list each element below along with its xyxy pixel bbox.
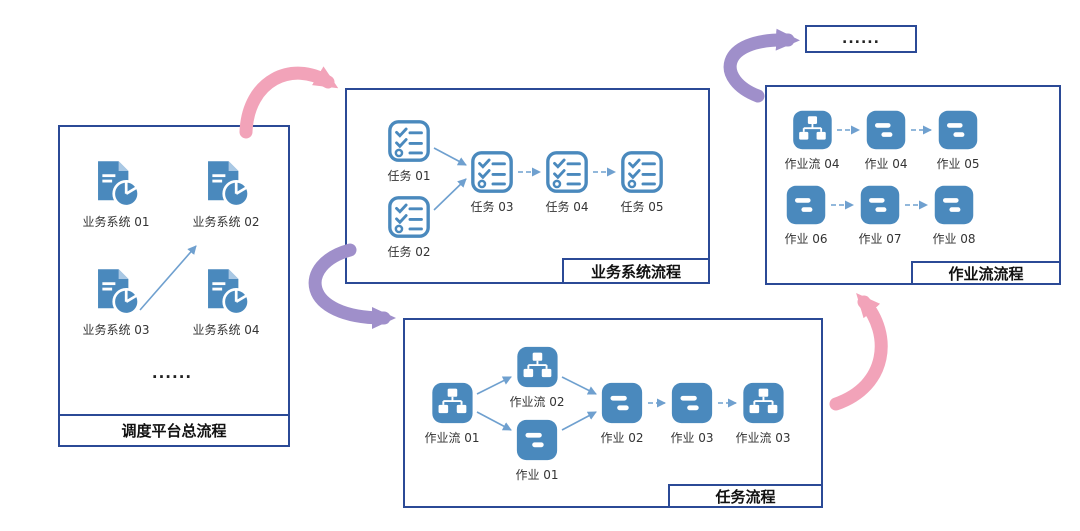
document-pie-icon — [200, 158, 252, 210]
node-job-01: 作业 01 — [514, 417, 560, 483]
org-chart-icon — [429, 380, 475, 426]
list-dash-icon — [669, 380, 715, 426]
node-label: 任务 02 — [387, 245, 431, 259]
node-label: 作业 02 — [600, 431, 644, 445]
node-label: 业务系统 01 — [82, 215, 150, 229]
platform-title-box: 调度平台总流程 — [58, 414, 290, 447]
list-dash-icon — [932, 183, 976, 227]
checklist-icon — [386, 194, 432, 240]
node-label: 业务系统 02 — [192, 215, 260, 229]
node-job-08: 作业 08 — [932, 183, 976, 247]
business-title-label: 业务系统流程 — [590, 262, 681, 281]
node-label: 作业 05 — [936, 157, 980, 171]
node-business-system-01: 业务系统 01 — [82, 158, 150, 230]
list-dash-icon — [784, 183, 828, 227]
node-task-01: 任务 01 — [386, 118, 432, 184]
node-label: 作业 06 — [784, 232, 828, 246]
node-label: 作业 03 — [670, 431, 714, 445]
node-job-07: 作业 07 — [858, 183, 902, 247]
node-label: 作业流 04 — [784, 157, 840, 171]
platform-title-label: 调度平台总流程 — [121, 422, 227, 440]
node-jobflow-03: 作业流 03 — [735, 380, 791, 446]
list-dash-icon — [936, 108, 980, 152]
node-job-06: 作业 06 — [784, 183, 828, 247]
node-label: 任务 03 — [470, 200, 514, 214]
node-label: 作业 07 — [858, 232, 902, 246]
node-label: 业务系统 04 — [192, 323, 260, 337]
node-jobflow-01: 作业流 01 — [424, 380, 480, 446]
node-jobflow-04: 作业流 04 — [784, 108, 840, 172]
document-pie-icon — [90, 158, 142, 210]
node-business-system-02: 业务系统 02 — [192, 158, 260, 230]
task-title-label: 任务流程 — [715, 487, 776, 506]
platform-ellipsis: ...... — [151, 364, 193, 382]
node-label: 作业 08 — [932, 232, 976, 246]
node-job-03: 作业 03 — [669, 380, 715, 446]
node-label: 任务 05 — [620, 200, 664, 214]
checklist-icon — [544, 149, 590, 195]
list-dash-icon — [599, 380, 645, 426]
task-title-box: 任务流程 — [668, 484, 823, 508]
node-label: 作业流 02 — [509, 395, 565, 409]
node-business-system-04: 业务系统 04 — [192, 266, 260, 338]
more-label: ...... — [842, 31, 880, 47]
org-chart-icon — [514, 344, 560, 390]
list-dash-icon — [858, 183, 902, 227]
checklist-icon — [386, 118, 432, 164]
node-job-02: 作业 02 — [599, 380, 645, 446]
task-panel — [403, 318, 823, 508]
jobflow-title-label: 作业流流程 — [948, 264, 1024, 283]
flow-arrow-platform-to-business — [239, 66, 339, 139]
node-label: 作业流 01 — [424, 431, 480, 445]
node-jobflow-02: 作业流 02 — [509, 344, 565, 410]
more-box: ...... — [805, 25, 917, 53]
node-label: 作业 01 — [515, 468, 559, 482]
list-dash-icon — [514, 417, 560, 463]
org-chart-icon — [790, 108, 834, 152]
node-job-05: 作业 05 — [936, 108, 980, 172]
node-label: 任务 04 — [545, 200, 589, 214]
node-task-04: 任务 04 — [544, 149, 590, 215]
node-task-03: 任务 03 — [469, 149, 515, 215]
node-task-02: 任务 02 — [386, 194, 432, 260]
node-label: 作业流 03 — [735, 431, 791, 445]
document-pie-icon — [90, 266, 142, 318]
node-label: 作业 04 — [864, 157, 908, 171]
node-business-system-03: 业务系统 03 — [82, 266, 150, 338]
business-panel — [345, 88, 710, 284]
node-label: 任务 01 — [387, 169, 431, 183]
business-title-box: 业务系统流程 — [562, 258, 710, 284]
node-label: 业务系统 03 — [82, 323, 150, 337]
document-pie-icon — [200, 266, 252, 318]
node-job-04: 作业 04 — [864, 108, 908, 172]
node-task-05: 任务 05 — [619, 149, 665, 215]
checklist-icon — [619, 149, 665, 195]
jobflow-title-box: 作业流流程 — [911, 261, 1061, 285]
checklist-icon — [469, 149, 515, 195]
flow-arrow-task-to-jobflow — [829, 292, 888, 411]
list-dash-icon — [864, 108, 908, 152]
org-chart-icon — [740, 380, 786, 426]
